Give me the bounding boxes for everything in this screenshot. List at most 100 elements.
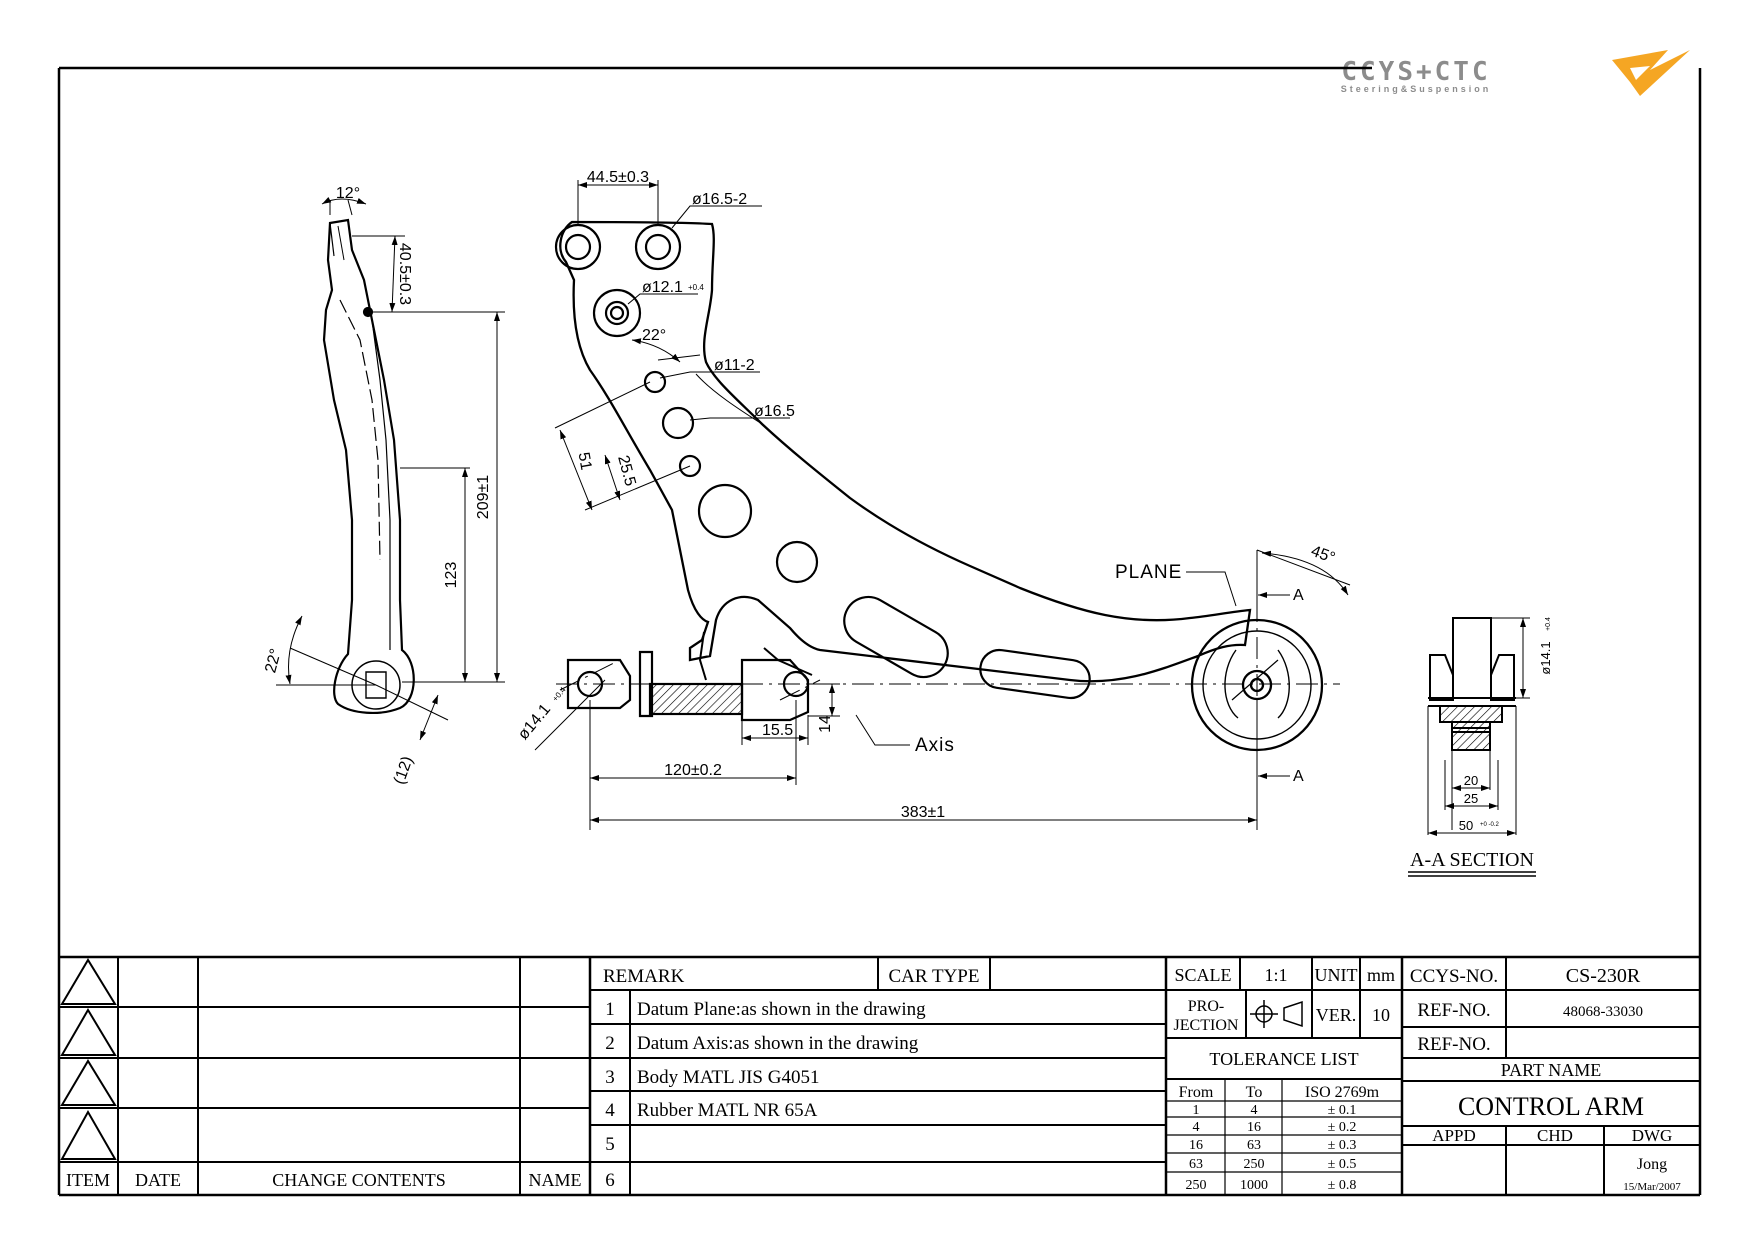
tol-value: ± 0.3 <box>1328 1138 1357 1153</box>
ver-value: 10 <box>1372 1005 1390 1025</box>
ref-no-label-2: REF-NO. <box>1417 1034 1490 1055</box>
side-view-labels: 12° 40.5±0.3 209±1 123 22° (12) <box>262 185 492 787</box>
label-hole-16-5: ø16.5 <box>754 403 795 420</box>
appd-label: APPD <box>1432 1126 1475 1145</box>
label-angle-22: 22° <box>642 327 666 344</box>
specs-block: SCALE 1:1 UNIT mm PRO- JECTION VER. 10 T… <box>1174 965 1395 1193</box>
section-view <box>1428 617 1516 751</box>
label-axis: Axis <box>915 735 955 756</box>
side-dim-12: (12) <box>391 754 417 787</box>
remark-row-number: 2 <box>605 1033 615 1054</box>
ccys-no-label: CCYS-NO. <box>1410 966 1498 987</box>
unit-label: UNIT <box>1315 965 1358 985</box>
dim-383: 383±1 <box>901 804 945 821</box>
ccys-no-value: CS-230R <box>1566 965 1641 987</box>
label-hole-16-5-2: ø16.5-2 <box>692 191 747 208</box>
header-date: DATE <box>135 1170 181 1190</box>
first-angle-projection-icon <box>1250 1000 1303 1028</box>
side-angle-top: 12° <box>336 185 360 202</box>
title-block-grid <box>59 957 1700 1195</box>
scale-value: 1:1 <box>1264 965 1287 985</box>
side-dim-123: 123 <box>443 562 460 589</box>
section-tol-50: +0 -0.2 <box>1480 822 1500 828</box>
unit-value: mm <box>1367 965 1395 985</box>
tol-to: 1000 <box>1240 1178 1268 1193</box>
remark-header: REMARK <box>603 966 685 987</box>
remark-row: 1 Datum Plane:as shown in the drawing <box>605 999 926 1020</box>
remark-row-number: 1 <box>605 999 615 1020</box>
tol-value: ± 0.1 <box>1328 1103 1357 1118</box>
dwg-label: DWG <box>1632 1126 1673 1145</box>
label-hole-11-2: ø11-2 <box>714 357 755 374</box>
remark-row: 2 Datum Axis:as shown in the drawing <box>605 1033 919 1054</box>
remark-row-number: 4 <box>605 1100 615 1121</box>
tolerance-row: 250 1000 ± 0.8 <box>1186 1178 1357 1193</box>
dim-120: 120±0.2 <box>664 762 722 779</box>
tol-value: ± 0.8 <box>1328 1178 1357 1193</box>
tolerance-row: 63 250 ± 0.5 <box>1189 1157 1356 1172</box>
main-view-holes <box>554 223 1091 700</box>
side-dim-40-5: 40.5±0.3 <box>396 243 413 305</box>
dim-14: 14 <box>817 715 834 733</box>
tol-from: 4 <box>1193 1120 1200 1135</box>
tol-header-from: From <box>1179 1084 1214 1101</box>
side-view-dimensions <box>276 197 505 741</box>
dwg-date: 15/Mar/2007 <box>1623 1181 1681 1193</box>
scale-label: SCALE <box>1174 965 1231 985</box>
header-item: ITEM <box>66 1170 110 1190</box>
section-tol-14-1: +0.4 <box>1545 617 1552 631</box>
tol-to: 63 <box>1247 1138 1261 1153</box>
tolerance-row: 4 16 ± 0.2 <box>1193 1120 1357 1135</box>
remark-row-text: Rubber MATL NR 65A <box>637 1100 818 1121</box>
company-logo: CCYS+CTC Steering&Suspension <box>1341 50 1690 96</box>
section-dim-50: 50 <box>1459 818 1473 833</box>
remark-row: 5 <box>605 1134 615 1155</box>
revision-triangles <box>60 958 117 1160</box>
tol-value: ± 0.5 <box>1328 1157 1357 1172</box>
main-view-labels: 44.5±0.3 ø16.5-2 ø12.1 +0.4 22° ø11-2 ø1… <box>515 169 1337 821</box>
revision-headers: ITEM DATE CHANGE CONTENTS NAME <box>66 1170 582 1190</box>
tolerance-row: 1 4 ± 0.1 <box>1193 1103 1357 1118</box>
tol-header-iso: ISO 2769m <box>1305 1084 1380 1101</box>
part-name: CONTROL ARM <box>1458 1092 1644 1121</box>
chd-label: CHD <box>1537 1126 1573 1145</box>
ref-no-value-1: 48068-33030 <box>1563 1004 1643 1020</box>
remark-row-text: Datum Axis:as shown in the drawing <box>637 1033 919 1054</box>
section-view-labels: ø14.1 +0.4 20 25 50 +0 -0.2 A-A SECTION <box>1408 617 1553 877</box>
car-type-label: CAR TYPE <box>889 966 980 987</box>
tol-from: 250 <box>1186 1178 1207 1193</box>
dim-25-5: 25.5 <box>614 454 639 489</box>
label-hole-12-1: ø12.1 <box>642 279 683 296</box>
part-info-block: CCYS-NO. CS-230R REF-NO. 48068-33030 REF… <box>1410 965 1681 1193</box>
remark-row-number: 5 <box>605 1134 615 1155</box>
tol-value: ± 0.2 <box>1328 1120 1357 1135</box>
section-dim-14-1: ø14.1 <box>1538 641 1553 674</box>
main-view-dimensions <box>534 180 1351 830</box>
tol-from: 16 <box>1189 1138 1203 1153</box>
remark-row: 6 <box>605 1170 615 1191</box>
remark-row-number: 6 <box>605 1170 615 1191</box>
remark-row: 3 Body MATL JIS G4051 <box>605 1067 819 1088</box>
remark-row-number: 3 <box>605 1067 615 1088</box>
section-title: A-A SECTION <box>1410 849 1534 871</box>
dwg-name: Jong <box>1637 1156 1667 1173</box>
bushing <box>566 650 810 722</box>
section-dim-20: 20 <box>1464 773 1478 788</box>
label-angle-45: 45° <box>1309 543 1338 567</box>
section-marker-bottom: A <box>1293 768 1304 785</box>
projection-label-1: PRO- <box>1188 998 1224 1015</box>
dim-44-5: 44.5±0.3 <box>587 169 649 186</box>
logo-tagline: Steering&Suspension <box>1341 84 1492 94</box>
title-block: ITEM DATE CHANGE CONTENTS NAME REMARK CA… <box>59 957 1700 1195</box>
tolerance-title: TOLERANCE LIST <box>1209 1049 1358 1069</box>
tol-from: 1 <box>1193 1103 1200 1118</box>
section-dim-25: 25 <box>1464 791 1478 806</box>
label-plane: PLANE <box>1115 562 1182 583</box>
tol-from: 63 <box>1189 1157 1203 1172</box>
tol-hole-12-1: +0.4 <box>688 283 704 292</box>
header-change-contents: CHANGE CONTENTS <box>272 1170 446 1190</box>
remark-row-text: Datum Plane:as shown in the drawing <box>637 999 926 1020</box>
tol-to: 16 <box>1247 1120 1261 1135</box>
dim-51: 51 <box>575 451 595 472</box>
